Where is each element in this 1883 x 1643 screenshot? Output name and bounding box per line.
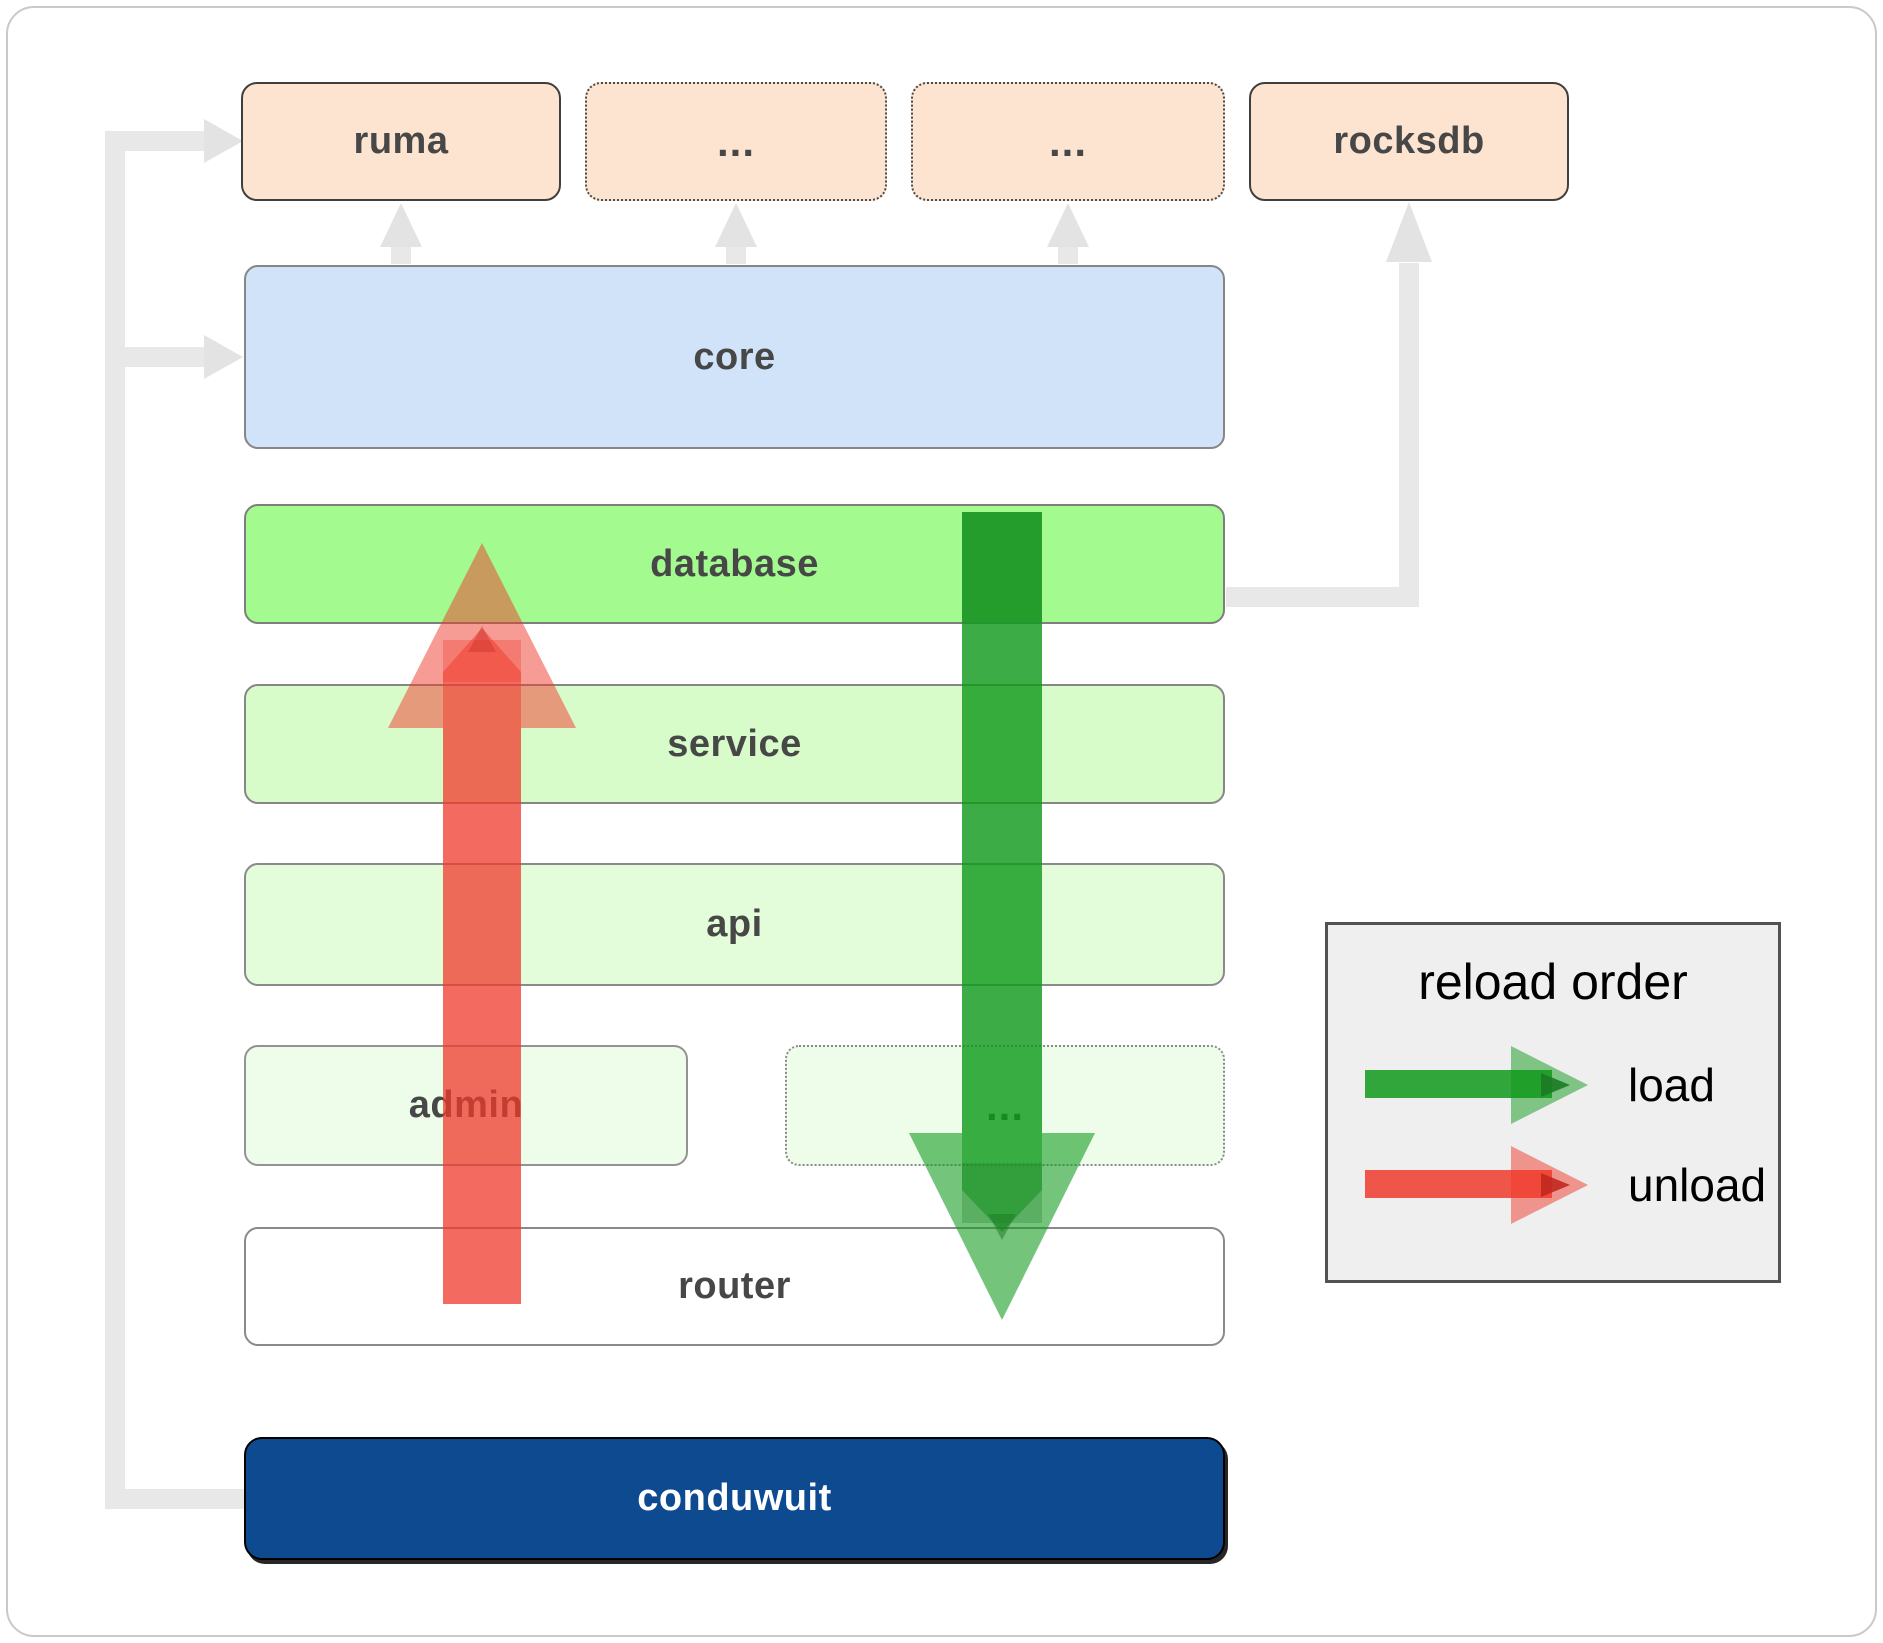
legend-title: reload order: [1418, 954, 1688, 1010]
page-border: [6, 6, 1877, 1637]
node-conduwuit: conduwuit: [244, 1437, 1225, 1560]
legend-box: reload order load unload: [1325, 922, 1781, 1283]
connector-conduwuit-to-ruma: [105, 131, 244, 1509]
node-service: service: [244, 684, 1225, 804]
legend-load-arrow-icon: [1365, 1046, 1588, 1124]
node-api: api: [244, 863, 1225, 986]
arrowhead-into-core-icon: [204, 335, 243, 379]
node-core: core: [244, 265, 1225, 449]
node-ellipsis-top-2: ...: [911, 82, 1225, 201]
node-ellipsis-admin: ...: [785, 1045, 1225, 1166]
legend-unload-arrow-icon: [1365, 1146, 1588, 1224]
connector-database-to-rocksdb: [1226, 263, 1419, 607]
node-database: database: [244, 504, 1225, 624]
node-router: router: [244, 1227, 1225, 1346]
node-admin: admin: [244, 1045, 688, 1166]
legend-load-label: load: [1628, 1059, 1715, 1111]
arrowhead-into-rocksdb-icon: [1386, 202, 1432, 262]
node-ruma: ruma: [241, 82, 561, 201]
arrowhead-core-to-ellipsis-1-icon: [715, 203, 757, 247]
arrowhead-core-to-ellipsis-2-icon: [1047, 203, 1089, 247]
legend-unload-label: unload: [1628, 1159, 1767, 1211]
arrowhead-core-to-ruma-icon: [380, 203, 422, 247]
node-rocksdb: rocksdb: [1249, 82, 1569, 201]
arrowhead-into-ruma-icon: [204, 119, 243, 163]
node-ellipsis-top-1: ...: [585, 82, 887, 201]
